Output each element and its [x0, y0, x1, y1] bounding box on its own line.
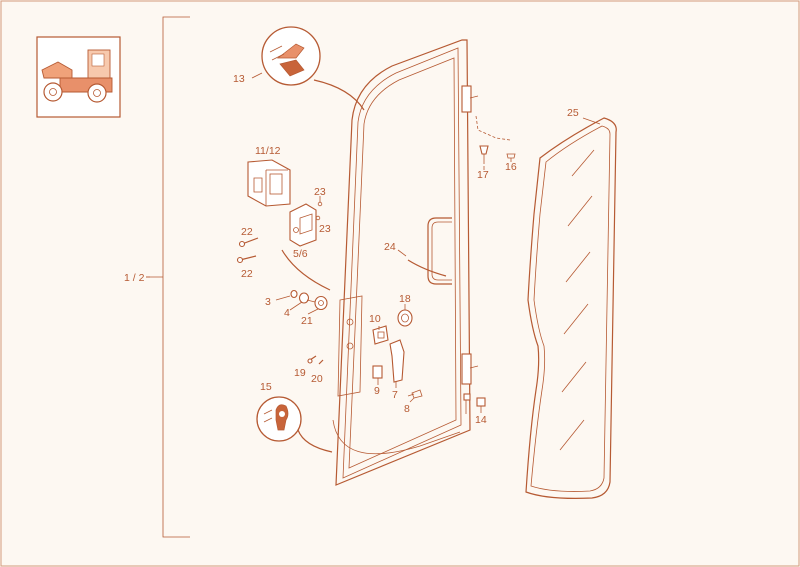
callout-22-lower: 22	[241, 268, 253, 280]
callout-labels: 13 11/12 23 23 5/6 22 22 1 / 2 3 4 21 24…	[124, 73, 579, 426]
callout-17: 17	[477, 169, 489, 181]
callout-8: 8	[404, 403, 410, 415]
range-label: 1 / 2	[124, 272, 145, 284]
screws-22	[236, 237, 259, 264]
callout-25: 25	[567, 107, 579, 119]
callout-19: 19	[294, 367, 306, 379]
callout-14: 14	[475, 414, 487, 426]
seal-section-detail-15-icon	[256, 396, 302, 442]
arrow-15	[297, 429, 333, 453]
callout-21: 21	[301, 315, 313, 327]
callout-9: 9	[374, 385, 380, 397]
callout-11-12: 11/12	[255, 145, 281, 157]
callout-5-6: 5/6	[293, 248, 308, 260]
washer-set-3-4-21	[290, 289, 328, 311]
callout-23-lower: 23	[319, 223, 331, 235]
range-bracket	[146, 16, 190, 538]
latch-5-6	[289, 201, 323, 247]
seal-section-detail-13-icon	[261, 26, 321, 86]
callout-3: 3	[265, 296, 271, 308]
glass-pane	[525, 117, 617, 499]
callout-10: 10	[369, 313, 381, 325]
callout-7: 7	[392, 389, 398, 401]
callout-23-upper: 23	[314, 186, 326, 198]
small-parts-19-20	[307, 355, 324, 365]
bracket-11-12	[247, 159, 291, 207]
callout-13: 13	[233, 73, 245, 85]
callout-22-upper: 22	[241, 226, 253, 238]
callout-4: 4	[284, 307, 290, 319]
callout-24: 24	[384, 241, 396, 253]
callout-16: 16	[505, 161, 517, 173]
hinge-pin-parts	[475, 115, 516, 407]
dumper-vehicle-thumbnail-icon	[36, 36, 121, 118]
arrow-13	[313, 79, 365, 111]
door-frame	[332, 39, 479, 486]
lock-parts	[372, 309, 423, 399]
callout-18: 18	[399, 293, 411, 305]
callout-20: 20	[311, 373, 323, 385]
arrow-5-6	[281, 249, 331, 291]
arrow-24	[407, 259, 447, 277]
callout-15: 15	[260, 381, 272, 393]
leader-lines	[146, 72, 601, 413]
